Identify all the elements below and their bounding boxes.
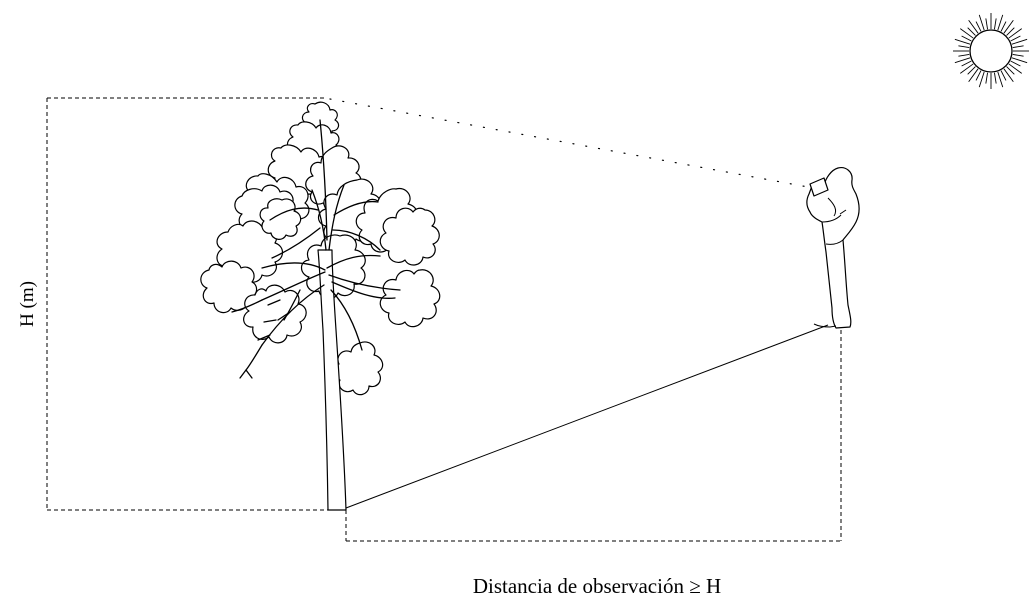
sun-ray [1011,57,1028,64]
sun-ray [993,18,997,30]
sun-ray [985,72,989,84]
sun-ray [1008,63,1023,74]
sun-ray [968,19,979,34]
sun-ray [975,21,982,32]
sun-ray [1003,19,1014,34]
sun-ray [997,14,1004,31]
line-of-sight [329,98,809,188]
sun-ray [961,35,972,42]
sun-ray [1003,68,1014,83]
sun-ray [968,68,979,83]
sun-ray [978,14,985,31]
ground-slope-line [345,324,829,509]
sun-icon [953,13,1029,89]
sun-ray [993,72,997,84]
sun-ray [967,66,976,75]
sun-ray [1008,28,1023,39]
sun-ray [954,57,971,64]
sun-ray [975,70,982,81]
height-label: H (m) [17,281,38,327]
sun-ray [978,71,985,88]
sun-ray [959,28,974,39]
sun-ray [1010,35,1021,42]
height-bracket [46,97,329,511]
sun-ray [1006,66,1015,75]
sun-ray [1010,60,1021,67]
sun-ray [1012,45,1024,49]
sun-ray [1012,53,1024,57]
distance-label: Distancia de observación ≥ H [473,574,721,598]
sun-ray [958,53,970,57]
sun-ray [997,71,1004,88]
tree-branches [231,119,401,379]
person-with-binoculars-icon [806,167,860,329]
tree-icon [200,101,441,511]
sun-ray [1000,21,1007,32]
sun-ray [1000,70,1007,81]
sun-ray [1006,27,1015,36]
sun-ray [959,63,974,74]
sun-ray [967,27,976,36]
distance-bracket [345,330,842,542]
sun-ray [954,38,971,45]
tree-foliage [200,101,441,396]
sun-ray [958,45,970,49]
tree-trunk [317,249,347,511]
sun-ray [985,18,989,30]
sun-ray [1011,38,1028,45]
sun-ray [961,60,972,67]
